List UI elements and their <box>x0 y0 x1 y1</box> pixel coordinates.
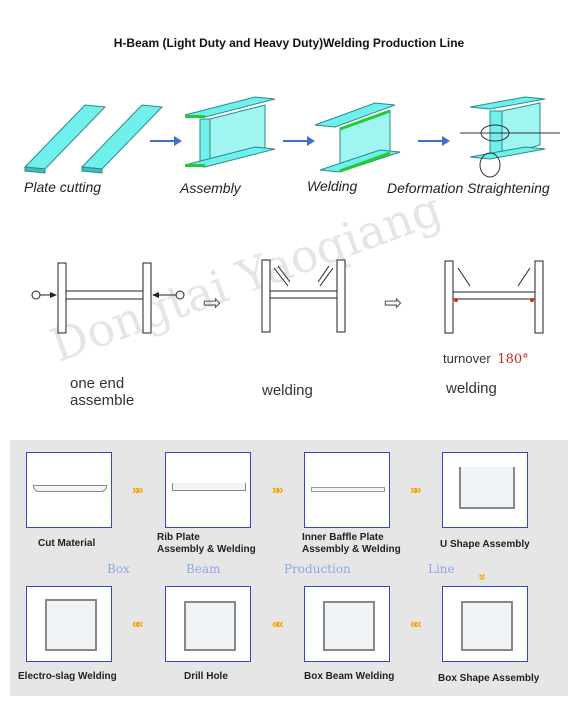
chevron-right-icon: »» <box>132 482 144 497</box>
h-beam-assembly-icon <box>184 96 276 168</box>
step-label: Plate cutting <box>24 179 102 195</box>
flow-word: Production <box>284 562 351 576</box>
step-caption: Box Beam Welding <box>304 671 395 682</box>
box-shape-image <box>442 586 528 662</box>
step-label: one end assemble <box>70 375 135 409</box>
flow-word: Beam <box>186 562 221 576</box>
drill-hole-image <box>165 586 251 662</box>
assembly-diagrams <box>31 259 544 334</box>
chevron-down-icon: » <box>475 573 491 578</box>
chevron-left-icon: «« <box>410 616 422 631</box>
chevron-right-icon: »» <box>410 482 422 497</box>
step-label: Deformation Straightening <box>387 180 550 196</box>
h-beam-straightening-icon <box>460 96 560 178</box>
chevron-left-icon: «« <box>132 616 144 631</box>
electro-slag-image <box>26 586 112 662</box>
arrow-right-icon <box>418 136 450 146</box>
welding-diagram <box>261 259 346 333</box>
step-caption: Electro-slag Welding <box>18 671 117 682</box>
one-end-assemble-diagram <box>31 262 185 334</box>
box-beam-welding-image <box>304 586 390 662</box>
step-caption: U Shape Assembly <box>440 539 530 550</box>
u-shape-image <box>442 452 528 528</box>
step-caption: Drill Hole <box>184 671 228 682</box>
diagram-title: H-Beam (Light Duty and Heavy Duty)Weldin… <box>113 36 465 50</box>
arrow-right-icon <box>150 136 182 146</box>
h-beam-welding-icon <box>314 102 401 173</box>
step-caption: Inner Baffle Plate Assembly & Welding <box>302 532 401 555</box>
rib-plate-image <box>165 452 251 528</box>
plate-icon <box>23 104 164 174</box>
arrow-right-icon <box>283 136 315 146</box>
box-beam-panel: »» »» »» Cut Material Rib Plate Assembly… <box>10 440 568 696</box>
step-caption: Box Shape Assembly <box>438 673 540 684</box>
turnover-text: turnover <box>443 351 491 366</box>
degree-text: 180° <box>497 352 529 367</box>
step-label: Assembly <box>180 180 241 196</box>
hollow-arrow-right-icon: ⇨ <box>203 290 222 315</box>
step-label: Welding <box>307 178 358 194</box>
cut-material-image <box>26 452 112 528</box>
hollow-arrow-right-icon: ⇨ <box>384 290 403 315</box>
hbeam-illustrations <box>23 96 560 178</box>
flow-word: Line <box>428 562 455 576</box>
step-label: welding <box>262 382 313 399</box>
inner-baffle-image <box>304 452 390 528</box>
chevron-right-icon: »» <box>272 482 284 497</box>
turnover-label: turnover 180° <box>443 350 529 368</box>
turnover-welding-diagram <box>444 260 544 334</box>
chevron-left-icon: «« <box>272 616 284 631</box>
step-caption: Rib Plate Assembly & Welding <box>157 532 256 555</box>
step-caption: Cut Material <box>38 538 96 549</box>
step-label: welding <box>446 380 497 397</box>
flow-word: Box <box>107 562 130 576</box>
